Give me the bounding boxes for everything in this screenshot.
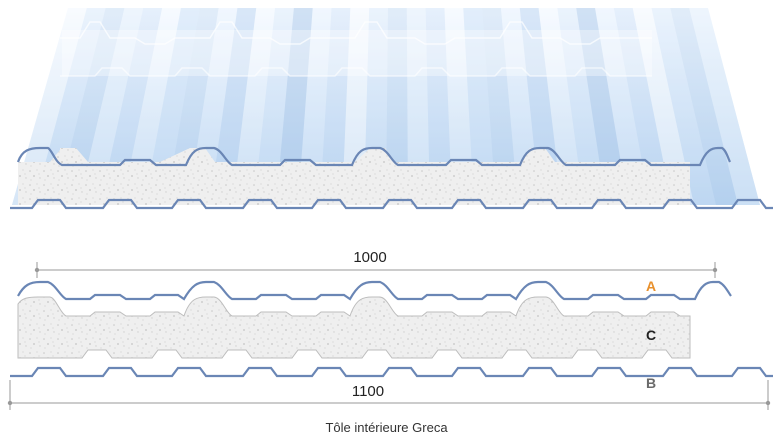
sheet-rib <box>320 8 351 205</box>
sheet-rib <box>298 8 332 205</box>
sheet-rib <box>122 8 181 205</box>
layer-c-label: C <box>646 327 656 343</box>
sheet-rib <box>12 8 87 205</box>
sheet-rib <box>651 8 716 205</box>
sheet-rib <box>519 8 562 205</box>
sheet-rib <box>538 8 584 205</box>
sheet-rib <box>482 8 518 205</box>
layer-c-foam <box>17 296 691 359</box>
diagram-caption: Tôle intérieure Greca <box>325 420 448 435</box>
sheet-rib <box>254 8 294 205</box>
layer-a-label: A <box>646 278 656 294</box>
sheet-rib <box>670 8 738 205</box>
sheet-rib <box>386 8 408 205</box>
dimension-label-1000: 1000 <box>353 249 386 266</box>
roof-bottom-sheet <box>10 198 773 210</box>
sheet-rib <box>595 8 650 205</box>
sheet-rib <box>689 8 760 205</box>
layer-b-sheet <box>10 366 773 378</box>
sheet-rib <box>276 8 313 205</box>
roof-top-sheet <box>16 146 731 167</box>
ghost-profile-top <box>60 21 652 45</box>
sheet-rib <box>632 8 694 205</box>
sheet-rib <box>232 8 276 205</box>
sheet-rib <box>210 8 257 205</box>
sheet-rib <box>144 8 200 205</box>
sheet-rib <box>425 8 452 205</box>
sheet-rib <box>463 8 496 205</box>
layer-b-label: B <box>646 375 656 391</box>
layer-a-sheet <box>17 280 732 301</box>
dimension-1100: 1100 <box>7 380 771 410</box>
dimension-1000: 1000 <box>34 249 718 278</box>
dimension-label-1100: 1100 <box>352 383 384 400</box>
sheet-rib <box>576 8 628 205</box>
sheet-rib <box>100 8 163 205</box>
sheet-rib <box>78 8 144 205</box>
ghost-foam-band <box>62 30 652 76</box>
sheet-rib <box>444 8 474 205</box>
ghost-profile-bottom <box>60 67 652 77</box>
roof-front-section <box>10 146 773 210</box>
sheet-rib <box>613 8 672 205</box>
sheet-rib <box>557 8 606 205</box>
sheet-rib <box>34 8 106 205</box>
sheet-rib <box>406 8 430 205</box>
